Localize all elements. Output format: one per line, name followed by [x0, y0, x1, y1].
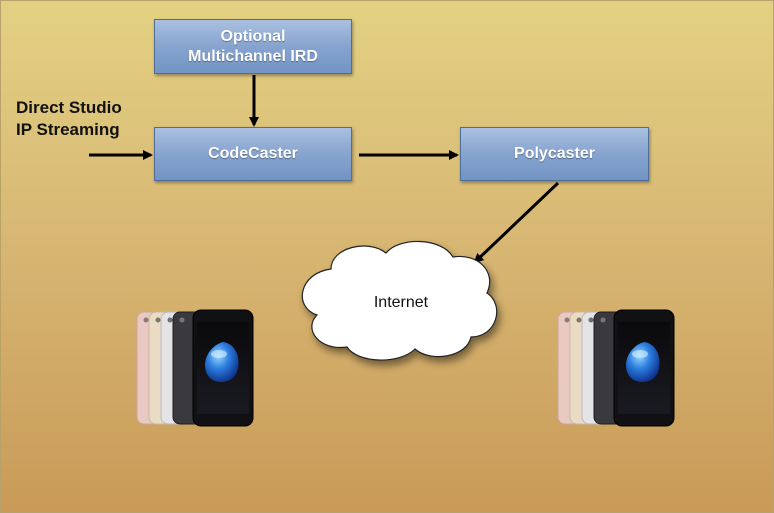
source-label: Direct Studio IP Streaming: [16, 97, 122, 141]
cloud-icon: [301, 240, 498, 361]
source-line1: Direct Studio: [16, 98, 122, 117]
arrow-polycaster-to-internet: [473, 181, 560, 264]
ird-line2: Multichannel IRD: [188, 47, 318, 65]
source-line2: IP Streaming: [16, 120, 120, 139]
codecaster-node: CodeCaster: [154, 127, 352, 181]
polycaster-label: Polycaster: [514, 145, 595, 162]
smartphone-group-icon: [557, 309, 675, 427]
smartphone-group-icon: [136, 309, 254, 427]
polycaster-node: Polycaster: [460, 127, 649, 181]
internet-label: Internet: [373, 294, 429, 311]
ird-node: Optional Multichannel IRD: [154, 19, 352, 74]
ird-line1: Optional: [220, 27, 286, 45]
codecaster-label: CodeCaster: [208, 145, 298, 162]
